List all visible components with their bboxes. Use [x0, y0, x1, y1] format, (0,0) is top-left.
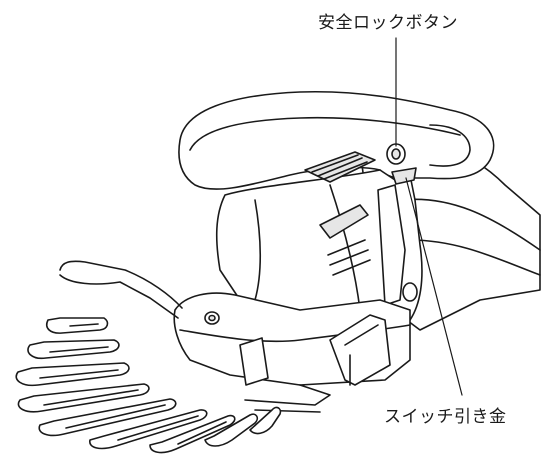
safety-lock-button-label: 安全ロックボタン	[318, 13, 458, 33]
side-vent	[319, 204, 369, 239]
switch-trigger	[391, 167, 417, 185]
trigger-callout-line	[405, 177, 463, 396]
switch-trigger-label: スイッチ引き金	[384, 407, 507, 427]
housing	[215, 169, 423, 331]
body-tube-inner	[399, 198, 541, 251]
wire-guide	[59, 260, 183, 309]
blade-teeth	[15, 317, 282, 454]
handle	[178, 90, 495, 190]
